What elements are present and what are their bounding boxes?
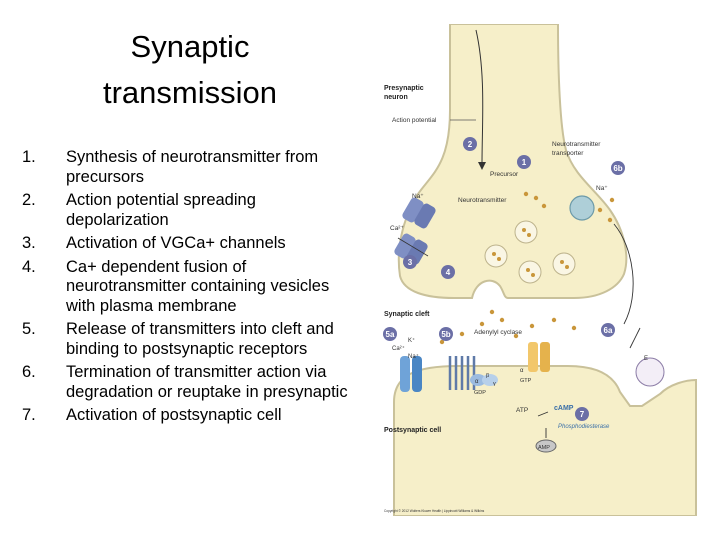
- camp-arrow: [537, 411, 549, 417]
- step-text: Activation of VGCa+ channels: [66, 234, 286, 252]
- step-text: Ca+ dependent fusion of neurotransmitter…: [66, 257, 330, 315]
- step-item: 3. Activation of VGCa+ channels: [22, 234, 362, 254]
- label-ca: Ca²⁺: [390, 225, 404, 232]
- title-line-1: Synaptic: [130, 29, 250, 64]
- step-number: 5.: [22, 320, 36, 338]
- synapse-diagram: 1 2 3 4 5a 5b 6a 6b 7 Presynaptic neuron…: [378, 24, 710, 516]
- vesicle: [484, 244, 508, 268]
- step-text: Synthesis of neurotransmitter from precu…: [66, 148, 319, 186]
- transmitter-molecules: [439, 191, 615, 345]
- step-item: 7. Activation of postsynaptic cell: [22, 406, 362, 426]
- step-number: 2.: [22, 191, 36, 209]
- label-transporter-2: transporter: [552, 150, 584, 157]
- step-number: 3.: [22, 234, 36, 252]
- step-number: 4.: [22, 257, 36, 276]
- label-camp: cAMP: [554, 405, 574, 412]
- label-gdp: GDP: [474, 390, 486, 396]
- step-item: 1. Synthesis of neurotransmitter from pre…: [22, 148, 362, 187]
- steps-list: 1. Synthesis of neurotransmitter from pre…: [22, 148, 362, 430]
- label-alpha: α: [475, 379, 479, 385]
- label-transporter-1: Neurotransmitter: [552, 141, 601, 148]
- ion-channel-receptor: [400, 356, 422, 392]
- badge-5a: 5a: [383, 327, 397, 341]
- vesicle: [552, 252, 576, 276]
- slide-title: Synaptic transmission: [20, 24, 360, 116]
- step-text: Action potential spreading depolarizatio…: [66, 191, 256, 229]
- badge-4: 4: [441, 265, 455, 279]
- label-postsynaptic: Postsynaptic cell: [384, 427, 441, 434]
- action-potential-arrow: [475, 29, 484, 165]
- svg-text:5a: 5a: [386, 330, 395, 339]
- step-number: 6.: [22, 363, 36, 381]
- badge-6a: 6a: [601, 323, 615, 337]
- step-number: 7.: [22, 406, 36, 424]
- label-atp: ATP: [516, 407, 528, 414]
- label-k: K⁺: [408, 337, 415, 344]
- label-action-potential: Action potential: [392, 117, 437, 124]
- svg-text:2: 2: [468, 140, 473, 149]
- adenylyl-cyclase: [528, 342, 550, 372]
- step-number: 1.: [22, 148, 36, 166]
- badge-7: 7: [575, 407, 589, 421]
- step-text: Termination of transmitter action via de…: [66, 363, 348, 401]
- label-presynaptic-1: Presynaptic: [384, 85, 424, 92]
- label-na: Na⁺: [412, 193, 424, 200]
- label-presynaptic-2: neuron: [384, 94, 408, 101]
- badge-1: 1: [517, 155, 531, 169]
- ca-flow-arrow: [397, 237, 429, 257]
- step-item: 2. Action potential spreading depolarizat…: [22, 191, 362, 230]
- label-ca-post: Ca²⁺: [392, 345, 405, 352]
- step-item: 4. Ca+ dependent fusion of neurotransmitt…: [22, 258, 362, 317]
- label-phosphodiesterase: Phosphodiesterase: [558, 424, 610, 430]
- enzyme-arrow: [629, 327, 641, 349]
- svg-text:3: 3: [408, 258, 413, 267]
- label-precursor: Precursor: [490, 171, 519, 178]
- step-item: 6. Termination of transmitter action via …: [22, 363, 362, 402]
- badge-3: 3: [403, 255, 417, 269]
- label-amp: AMP: [538, 445, 550, 451]
- step-text: Release of transmitters into cleft and b…: [66, 320, 334, 358]
- svg-text:4: 4: [446, 268, 451, 277]
- label-alpha-2: α: [520, 368, 524, 374]
- label-beta: β: [486, 373, 489, 379]
- reuptake-arrow: [613, 223, 634, 325]
- step-text: Activation of postsynaptic cell: [66, 406, 282, 424]
- synapse-svg: 1 2 3 4 5a 5b 6a 6b 7 Presynaptic neuron…: [383, 24, 697, 516]
- label-na-post: Na⁺: [408, 353, 419, 360]
- na-channel: [402, 197, 436, 229]
- svg-text:7: 7: [580, 410, 585, 419]
- label-neurotransmitter: Neurotransmitter: [458, 197, 507, 204]
- svg-text:6a: 6a: [604, 326, 613, 335]
- label-na-right: Na⁺: [596, 185, 608, 192]
- label-adenylyl-cyclase: Adenylyl cyclase: [474, 329, 522, 336]
- amp-oval: [535, 439, 557, 453]
- svg-text:1: 1: [522, 158, 527, 167]
- title-line-2: transmission: [103, 75, 277, 110]
- label-copyright: Copyright © 2012 Wolters Kluwer Health |…: [384, 509, 485, 513]
- label-gtp: GTP: [520, 378, 532, 384]
- g-protein: [470, 374, 498, 386]
- step-item: 5. Release of transmitters into cleft and…: [22, 320, 362, 359]
- vesicle: [518, 260, 542, 284]
- svg-text:5b: 5b: [441, 330, 450, 339]
- badge-2: 2: [463, 137, 477, 151]
- label-enzyme-e: E: [644, 356, 648, 362]
- badge-6b: 6b: [611, 161, 625, 175]
- gpcr-receptor: [448, 356, 476, 390]
- enzyme-sphere: [635, 357, 665, 387]
- presynaptic-terminal: [397, 24, 628, 299]
- label-gamma: γ: [493, 381, 496, 387]
- vesicle: [514, 220, 538, 244]
- badge-5b: 5b: [439, 327, 453, 341]
- transporter-icon: [569, 195, 595, 221]
- action-potential-arrowhead: [478, 162, 486, 170]
- label-synaptic-cleft: Synaptic cleft: [384, 311, 430, 318]
- svg-text:6b: 6b: [613, 164, 622, 173]
